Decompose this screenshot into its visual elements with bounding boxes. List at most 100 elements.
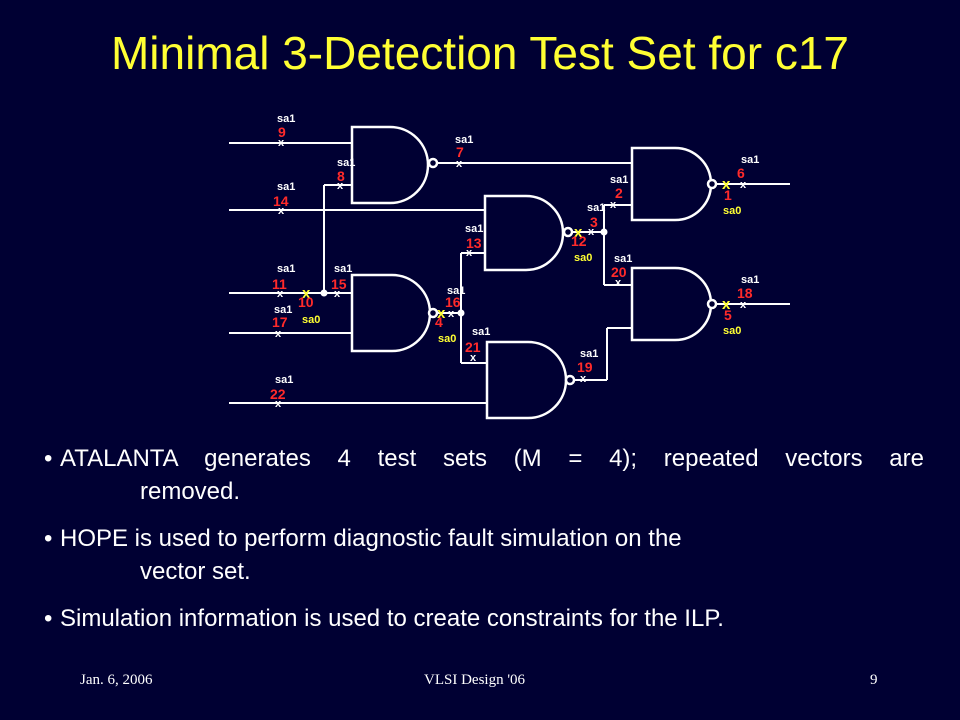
svg-text:5: 5	[724, 307, 732, 323]
svg-text:x: x	[275, 328, 282, 340]
junction-node-3	[600, 228, 608, 236]
svg-text:sa1: sa1	[741, 154, 759, 166]
wires	[229, 142, 790, 404]
svg-text:x: x	[470, 352, 477, 364]
fault-2: sa1 2 x	[610, 174, 628, 211]
bullet-text: HOPE is used to perform diagnostic fault…	[60, 525, 682, 552]
svg-text:20: 20	[611, 264, 627, 280]
svg-text:x: x	[740, 299, 747, 311]
svg-text:12: 12	[571, 233, 587, 249]
svg-text:1: 1	[724, 187, 732, 203]
nand-gate-d	[485, 340, 576, 420]
svg-text:sa1: sa1	[277, 113, 295, 125]
svg-text:sa1: sa1	[587, 202, 605, 214]
fault-9: sa1 9 x	[277, 113, 295, 149]
svg-text:sa1: sa1	[580, 348, 598, 360]
svg-text:sa1: sa1	[334, 263, 352, 275]
bullet-text: Simulation information is used to create…	[60, 605, 724, 632]
svg-text:8: 8	[337, 168, 345, 184]
fault-21: sa1 21 x	[465, 326, 490, 364]
svg-text:13: 13	[466, 235, 482, 251]
footer-conference: VLSI Design '06	[424, 672, 526, 688]
fault-16: sa1 16 x	[445, 285, 465, 320]
svg-text:x: x	[278, 205, 285, 217]
fault-1: x 1 sa0	[722, 176, 741, 217]
svg-text:11: 11	[272, 276, 287, 292]
fault-11: sa1 11 x	[272, 263, 295, 300]
svg-text:x: x	[610, 199, 617, 211]
svg-text:15: 15	[331, 276, 347, 292]
svg-text:x: x	[740, 179, 747, 191]
svg-text:sa1: sa1	[472, 326, 490, 338]
fault-8: sa1 8 x	[337, 157, 355, 192]
fault-15: sa1 15 x	[331, 263, 352, 300]
svg-text:x: x	[456, 158, 463, 170]
bullet-dot-icon: •	[44, 525, 53, 552]
svg-text:sa1: sa1	[275, 374, 293, 386]
svg-text:sa0: sa0	[574, 252, 592, 264]
footer-page-number: 9	[870, 672, 878, 688]
svg-text:sa1: sa1	[741, 274, 759, 286]
svg-text:x: x	[448, 308, 455, 320]
svg-text:x: x	[334, 288, 341, 300]
svg-text:19: 19	[577, 359, 593, 375]
svg-text:x: x	[275, 398, 282, 410]
nand-gate-b	[350, 273, 439, 353]
svg-text:sa0: sa0	[438, 333, 456, 345]
nand-gate-e	[630, 146, 718, 222]
fault-5: x 5 sa0	[722, 296, 741, 337]
svg-text:16: 16	[445, 294, 461, 310]
svg-text:sa1: sa1	[277, 263, 295, 275]
svg-text:sa0: sa0	[723, 205, 741, 217]
svg-text:x: x	[615, 277, 622, 289]
svg-text:x: x	[437, 305, 446, 322]
svg-text:6: 6	[737, 165, 745, 181]
c17-circuit-diagram: sa1 9 x sa1 14 x sa1 8 x sa1 7 x sa1 11 …	[229, 113, 790, 420]
svg-text:3: 3	[590, 214, 598, 230]
bullet-text: ATALANTA generates 4 test sets (M = 4); …	[60, 445, 924, 472]
fault-12: x 12 sa0	[571, 224, 592, 264]
fault-4: x 4 sa0	[435, 305, 456, 345]
nand-gate-f	[630, 266, 718, 342]
bullet-dot-icon: •	[44, 445, 53, 472]
bullet-text-continued: removed.	[140, 478, 241, 505]
svg-text:x: x	[337, 180, 344, 192]
svg-text:sa1: sa1	[274, 304, 292, 316]
svg-text:sa1: sa1	[277, 181, 295, 193]
bullet-list: • ATALANTA generates 4 test sets (M = 4)…	[44, 442, 924, 649]
svg-text:17: 17	[272, 314, 288, 330]
svg-text:x: x	[722, 176, 731, 193]
fault-20: sa1 20 x	[611, 253, 632, 289]
svg-text:sa1: sa1	[337, 157, 355, 169]
svg-text:x: x	[588, 226, 595, 238]
svg-text:sa1: sa1	[614, 253, 632, 265]
svg-text:x: x	[574, 224, 583, 241]
fault-3: sa1 3 x	[587, 202, 605, 238]
bullet-text-continued: vector set.	[140, 558, 251, 585]
bullet-item: • HOPE is used to perform diagnostic fau…	[44, 522, 924, 588]
svg-text:x: x	[580, 373, 587, 385]
fault-6: sa1 6 x	[737, 154, 759, 191]
svg-text:21: 21	[465, 339, 481, 355]
fault-10: x 10 sa0	[298, 285, 320, 326]
svg-text:x: x	[466, 247, 473, 259]
svg-text:14: 14	[273, 193, 289, 209]
fault-7: sa1 7 x	[455, 134, 473, 170]
svg-text:sa1: sa1	[447, 285, 465, 297]
junction-node-16	[457, 309, 465, 317]
fault-18: sa1 18 x	[737, 274, 759, 311]
svg-text:sa0: sa0	[302, 314, 320, 326]
slide-title: Minimal 3-Detection Test Set for c17	[110, 27, 850, 79]
svg-text:4: 4	[435, 314, 443, 330]
svg-text:18: 18	[737, 285, 753, 301]
fault-17: sa1 17 x	[272, 304, 292, 340]
svg-text:9: 9	[278, 124, 286, 140]
svg-text:sa0: sa0	[723, 325, 741, 337]
fault-14: sa1 14 x	[273, 181, 295, 217]
svg-text:7: 7	[456, 144, 464, 160]
svg-text:x: x	[722, 296, 731, 313]
nand-gates	[350, 125, 718, 420]
footer-date: Jan. 6, 2006	[80, 672, 153, 688]
svg-text:sa1: sa1	[465, 223, 483, 235]
svg-text:x: x	[302, 285, 311, 302]
